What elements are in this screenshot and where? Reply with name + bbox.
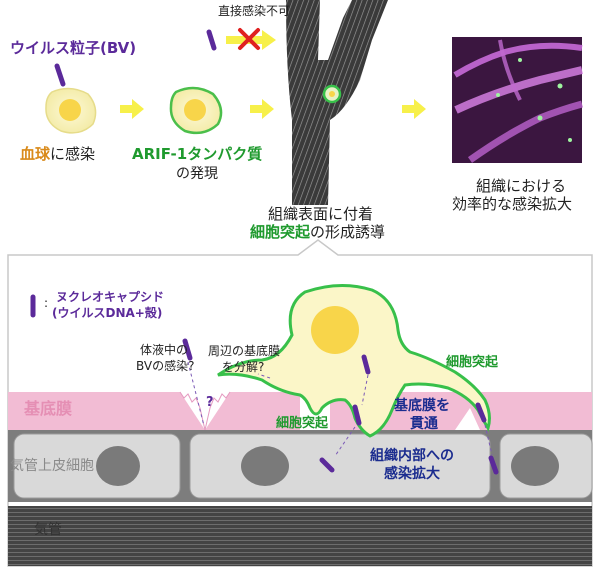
degrade-question-line2: を分解? bbox=[222, 360, 265, 374]
blood-cell-icon bbox=[45, 87, 97, 134]
nucleocapsid-icon bbox=[488, 455, 499, 475]
layer-label-basement: 基底膜 bbox=[24, 399, 73, 418]
trachea-layer bbox=[8, 506, 592, 566]
spread-line1: 組織における bbox=[476, 177, 567, 195]
virus-particle-icon bbox=[54, 63, 66, 87]
nucleocapsid-icon bbox=[475, 402, 487, 423]
fluorescence-micrograph-image bbox=[452, 37, 583, 163]
protrusion-label-left: 細胞突起 bbox=[276, 416, 329, 431]
inner-spread-line1: 組織内部への bbox=[370, 448, 454, 464]
virus-label: ウイルス粒子(BV) bbox=[10, 39, 137, 57]
legend-line2: (ウイルスDNA+殻) bbox=[52, 306, 163, 320]
arif-sub-label: の発現 bbox=[176, 166, 218, 182]
spread-line2: 効率的な感染拡大 bbox=[452, 195, 573, 213]
penetrate-line1: 基底膜を bbox=[394, 398, 450, 414]
inner-spread-line2: 感染拡大 bbox=[384, 466, 440, 482]
penetrate-line2: 貫通 bbox=[410, 416, 438, 432]
cross-icon bbox=[238, 28, 260, 50]
trachea-tissue-image bbox=[286, 0, 388, 205]
legend-colon: : bbox=[44, 296, 49, 310]
fluid-question-line2: BVの感染? bbox=[136, 359, 195, 373]
legend-line1: ヌクレオキャプシド bbox=[56, 290, 165, 304]
epithelial-cells bbox=[8, 430, 593, 502]
fluid-question-line1: 体液中の bbox=[140, 343, 189, 357]
layer-label-trachea: 気管 bbox=[34, 522, 62, 538]
arrow-icon bbox=[402, 99, 426, 119]
question-mark: ? bbox=[206, 395, 214, 410]
infected-cell-with-protrusions bbox=[217, 283, 491, 438]
arif-label: ARIF-1タンパク質 bbox=[132, 145, 263, 163]
virus-particle-icon bbox=[206, 29, 217, 51]
basement-membrane bbox=[8, 392, 300, 430]
tissue-line2: 細胞突起の形成誘導 bbox=[250, 223, 386, 241]
nucleocapsid-icon bbox=[319, 457, 335, 473]
nucleocapsid-icon bbox=[182, 338, 193, 361]
blocked-label: 直接感染不可 bbox=[218, 4, 291, 18]
arrow-icon bbox=[120, 99, 144, 119]
degrade-question-line1: 周辺の基底膜 bbox=[208, 344, 281, 358]
nucleocapsid-icon bbox=[361, 354, 371, 375]
blood-label: 血球に感染 bbox=[20, 145, 96, 163]
arif-cell-icon bbox=[169, 86, 223, 135]
layer-label-epithelium: 気管上皮細胞 bbox=[10, 458, 94, 474]
nucleocapsid-icon bbox=[352, 404, 362, 426]
tissue-line1: 組織表面に付着 bbox=[268, 205, 374, 223]
arrow-icon bbox=[250, 99, 274, 119]
protrusion-label-right: 細胞突起 bbox=[446, 355, 499, 370]
